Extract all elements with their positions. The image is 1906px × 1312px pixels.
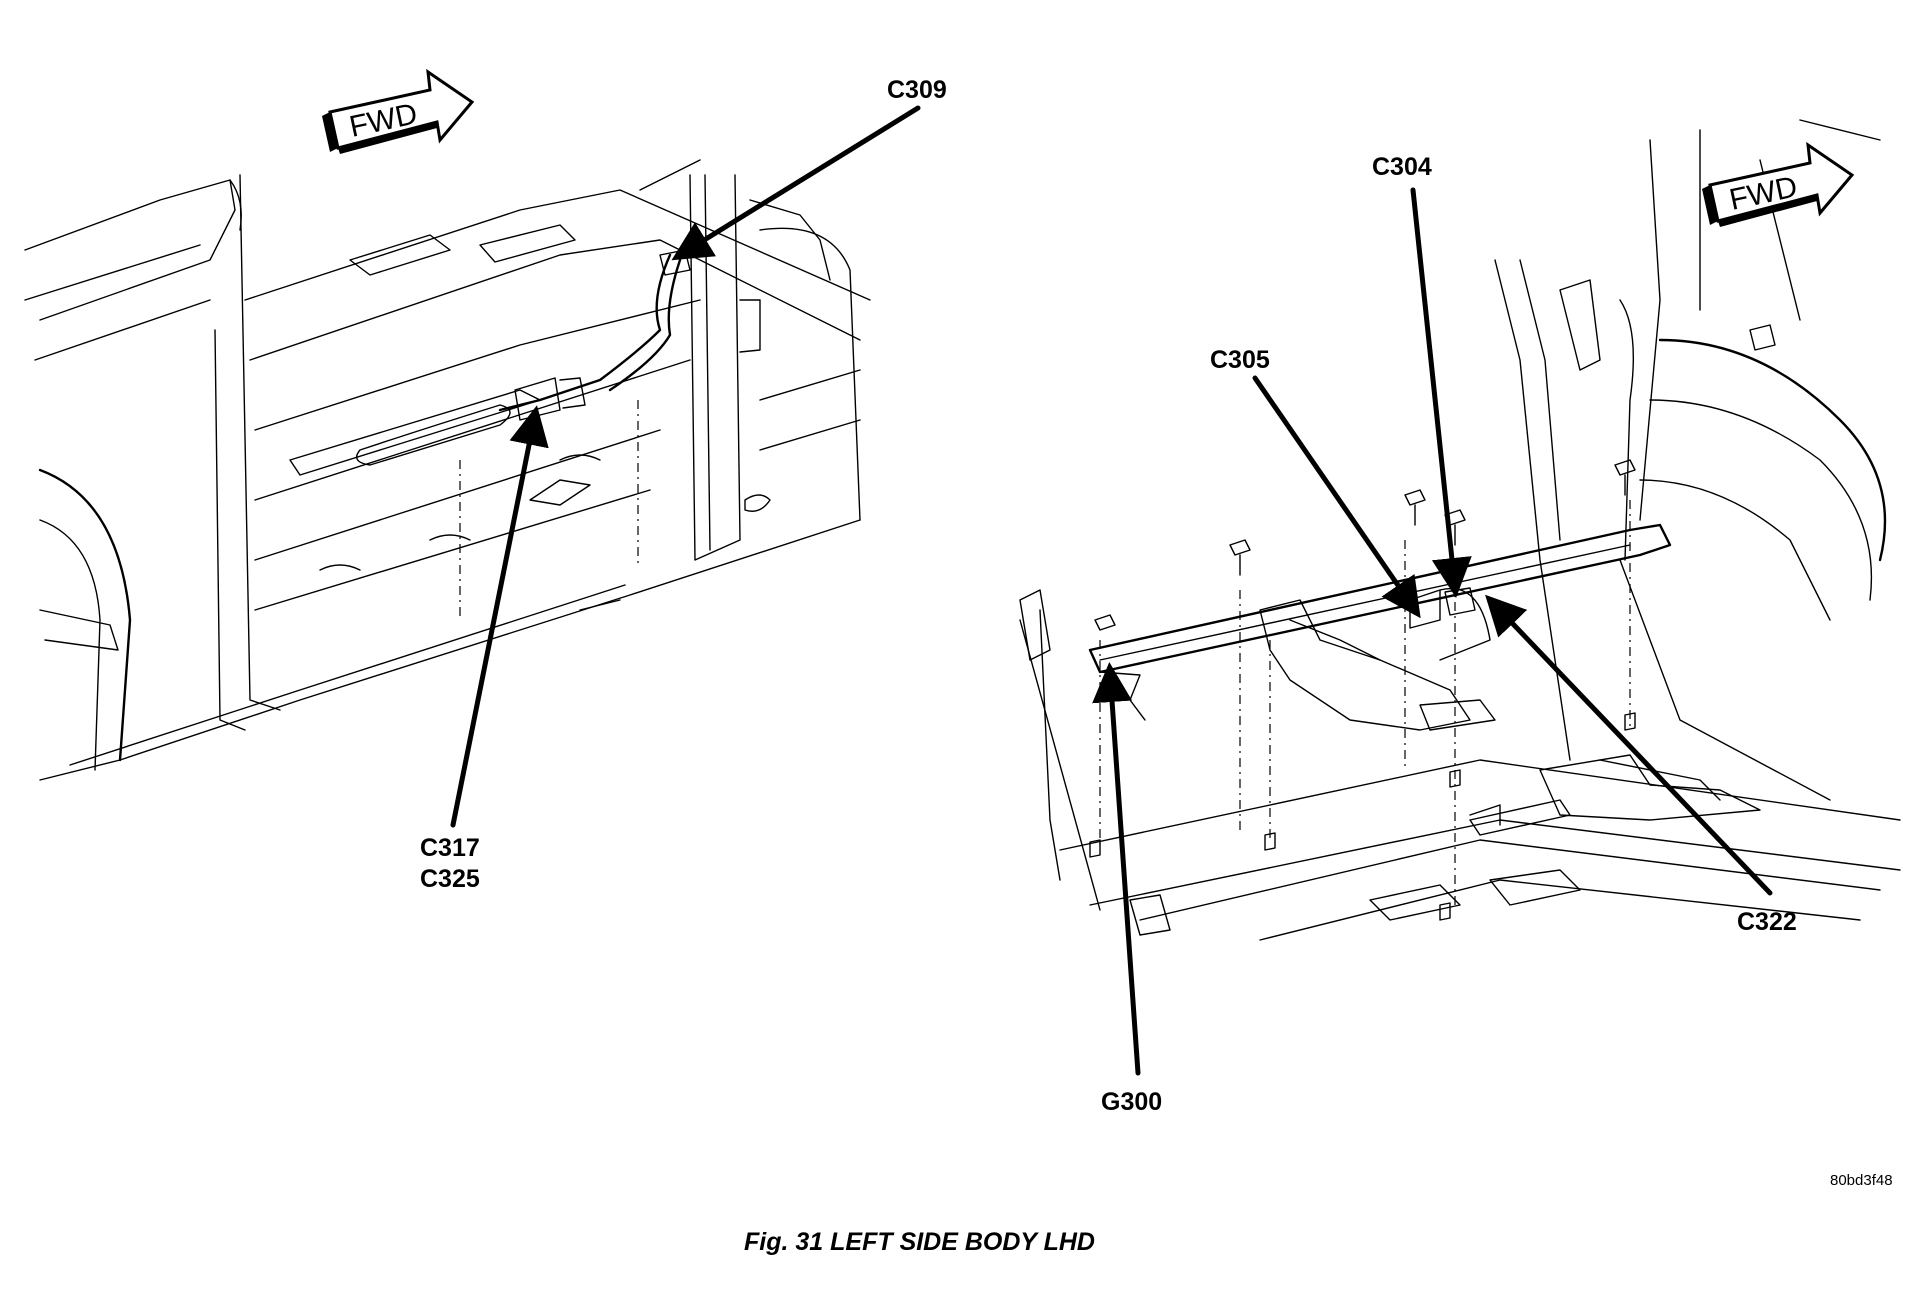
- callout-c304: C304: [1372, 153, 1432, 181]
- leader-g300: [1092, 662, 1141, 1076]
- callout-g300: G300: [1101, 1088, 1162, 1116]
- callout-c325: C325: [420, 865, 480, 893]
- leader-c322: [1485, 594, 1773, 896]
- callout-leaders: [450, 105, 1773, 1076]
- fwd-label-right: FWD: [1727, 170, 1801, 216]
- leader-c305: [1252, 375, 1421, 619]
- figure-caption: Fig. 31 LEFT SIDE BODY LHD: [744, 1228, 1095, 1256]
- right-floor-crossmember-view: [1019, 119, 1901, 941]
- fwd-arrow-icon: FWD: [322, 68, 475, 154]
- callout-c317: C317: [420, 834, 480, 862]
- callout-c309: C309: [887, 76, 947, 104]
- bolt-icon: [1229, 539, 1251, 576]
- bolt-icon: [1404, 489, 1426, 526]
- bolt-icon: [1614, 459, 1636, 496]
- callout-c305: C305: [1210, 346, 1270, 374]
- callout-c322: C322: [1737, 908, 1797, 936]
- bolt-icon: [1094, 614, 1116, 631]
- fwd-arrow-icon: FWD: [1702, 141, 1855, 227]
- fwd-label-left: FWD: [347, 97, 421, 143]
- leader-c317-c325: [450, 405, 549, 828]
- left-body-side-view: [24, 159, 871, 781]
- leader-c309: [671, 105, 921, 261]
- figure-reference-code: 80bd3f48: [1830, 1172, 1893, 1189]
- leader-c304: [1410, 187, 1472, 598]
